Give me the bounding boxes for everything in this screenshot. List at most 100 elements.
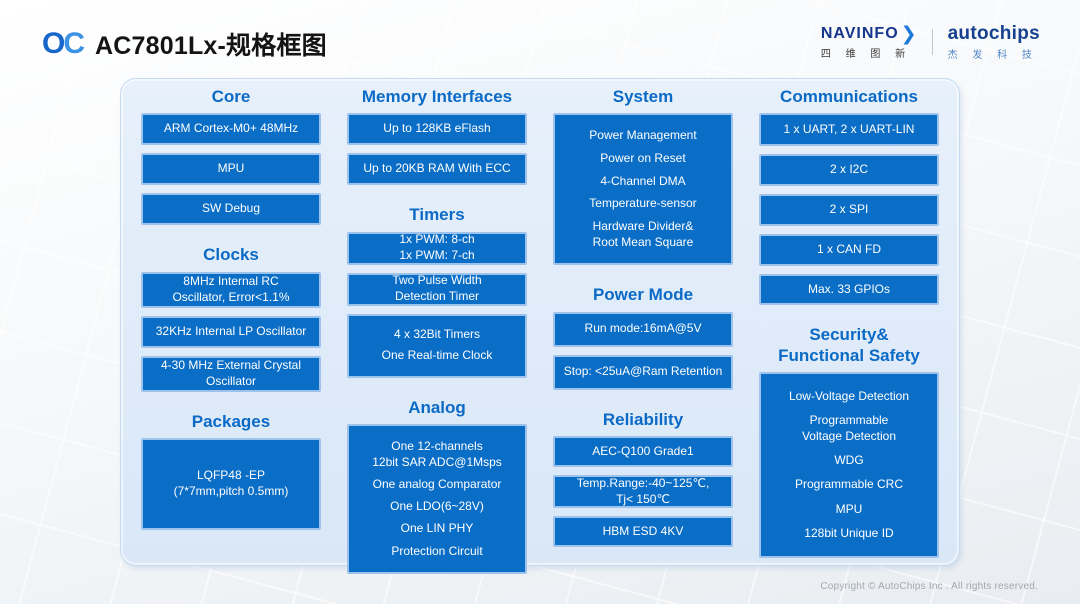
spec-item: 1 x UART, 2 x UART-LIN [783,121,915,136]
section-title: Core [211,87,251,106]
spec-box: 32KHz Internal LP Oscillator [141,315,321,348]
spec-box: Run mode:16mA@5V [553,311,733,347]
navinfo-logo: NAVINFO ❯ 四 维 图 新 [821,25,917,60]
section-title: Clocks [203,245,259,265]
spec-item: One LDO(6~28V) [390,499,484,514]
spec-item: Programmable Voltage Detection [801,412,897,443]
spec-item: 4 x 32Bit Timers [393,327,481,342]
spec-item: HBM ESD 4KV [602,523,684,538]
spec-box: SW Debug [141,193,321,226]
section-memory-interfaces: Memory Interfaces Up to 128KB eFlash Up to… [347,85,527,193]
spec-item: Temp.Range:-40~125℃, Tj< 150℃ [576,475,710,506]
section-clocks: Clocks 8MHz Internal RC Oscillator, Error… [141,243,321,399]
spec-item: 1 x CAN FD [816,242,881,257]
spec-item: 1x PWM: 8-ch 1x PWM: 7-ch [399,232,475,263]
spec-box: ARM Cortex-M0+ 48MHz [141,113,321,146]
spec-item: 4-30 MHz External Crystal Oscillator [160,357,302,388]
spec-item: WDG [834,453,864,468]
brand-divider [931,29,933,56]
spec-item: MPU [217,161,245,176]
spec-item: Up to 20KB RAM With ECC [363,161,511,176]
page-header: OC AC7801Lx-规格框图 NAVINFO ❯ 四 维 图 新 autoc… [0,0,1080,78]
column-2: Memory Interfaces Up to 128KB eFlash Up to… [347,85,527,575]
spec-item: Two Pulse Width Detection Timer [392,273,482,304]
section-title: Timers [409,205,465,225]
brand-left: OC AC7801Lx-规格框图 [42,26,327,62]
autochips-logo: autochips 杰 发 科 技 [947,23,1040,61]
section-title: Reliability [602,409,684,429]
spec-box: HBM ESD 4KV [553,516,733,548]
spec-box: LQFP48 -EP (7*7mm,pitch 0.5mm) [141,438,321,531]
spec-box: Stop: <25uA@Ram Retention [553,354,733,390]
spec-box: 1x PWM: 8-ch 1x PWM: 7-ch [347,231,527,265]
section-title: Security& Functional Safety [778,325,920,365]
logo-letter-o: O [42,27,65,60]
spec-item: Hardware Divider& Root Mean Square [592,218,694,249]
spec-item: Power Management [589,128,697,143]
spec-item: One 12-channels 12bit SAR ADC@1Msps [372,438,502,469]
page-title: AC7801Lx-规格框图 [95,32,327,60]
spec-item: Low-Voltage Detection [788,388,910,403]
spec-box: Up to 128KB eFlash [347,113,527,146]
spec-box: Temp.Range:-40~125℃, Tj< 150℃ [553,475,733,509]
spec-box: 2 x SPI [759,194,939,227]
column-4: Communications 1 x UART, 2 x UART-LIN 2 x … [759,85,939,565]
spec-item: 32KHz Internal LP Oscillator [155,323,307,338]
spec-box: MPU [141,153,321,186]
section-title: Memory Interfaces [361,87,513,106]
spec-item: One analog Comparator [372,476,502,491]
spec-box: 8MHz Internal RC Oscillator, Error<1.1% [141,271,321,308]
logo-letter-c: C [63,27,85,60]
spec-box: Max. 33 GPIOs [759,274,939,306]
section-title: System [612,87,674,106]
spec-item: Max. 33 GPIOs [807,281,891,296]
spec-item: Up to 128KB eFlash [383,121,491,136]
spec-item: 4-Channel DMA [600,173,686,188]
spec-item: Temperature-sensor [589,196,697,211]
section-title: Analog [408,397,466,417]
spec-item: ARM Cortex-M0+ 48MHz [163,121,299,136]
spec-item: 2 x SPI [829,202,869,217]
section-communications: Communications 1 x UART, 2 x UART-LIN 2 x … [759,85,939,313]
autochips-wordmark: autochips [947,23,1040,44]
spec-item: One Real-time Clock [381,348,493,363]
spec-item: MPU [835,501,863,516]
spec-item: Stop: <25uA@Ram Retention [563,364,723,379]
spec-item: 8MHz Internal RC Oscillator, Error<1.1% [172,273,290,304]
spec-item: Protection Circuit [391,543,483,558]
spec-box: Up to 20KB RAM With ECC [347,153,527,186]
spec-item: 128bit Unique ID [804,525,894,540]
autochips-chinese-name: 杰 发 科 技 [947,49,1038,61]
spec-box: 4-30 MHz External Crystal Oscillator [141,355,321,392]
section-title: Communications [780,87,918,106]
brand-right: NAVINFO ❯ 四 维 图 新 autochips 杰 发 科 技 [821,23,1040,61]
spec-box: AEC-Q100 Grade1 [553,436,733,468]
spec-item: LQFP48 -EP (7*7mm,pitch 0.5mm) [173,468,289,499]
spec-box: Two Pulse Width Detection Timer [347,272,527,306]
spec-item: Power on Reset [600,150,686,165]
spec-box: 2 x I2C [759,154,939,187]
spec-item: Run mode:16mA@5V [584,321,702,336]
copyright-text: Copyright © AutoChips Inc . All rights r… [820,581,1038,592]
section-title: Packages [191,411,271,431]
spec-box: 1 x CAN FD [759,234,939,267]
navinfo-arrow-icon: ❯ [900,23,917,45]
navinfo-chinese-name: 四 维 图 新 [820,48,912,60]
spec-item: SW Debug [201,201,261,216]
navinfo-wordmark: NAVINFO [820,25,899,43]
